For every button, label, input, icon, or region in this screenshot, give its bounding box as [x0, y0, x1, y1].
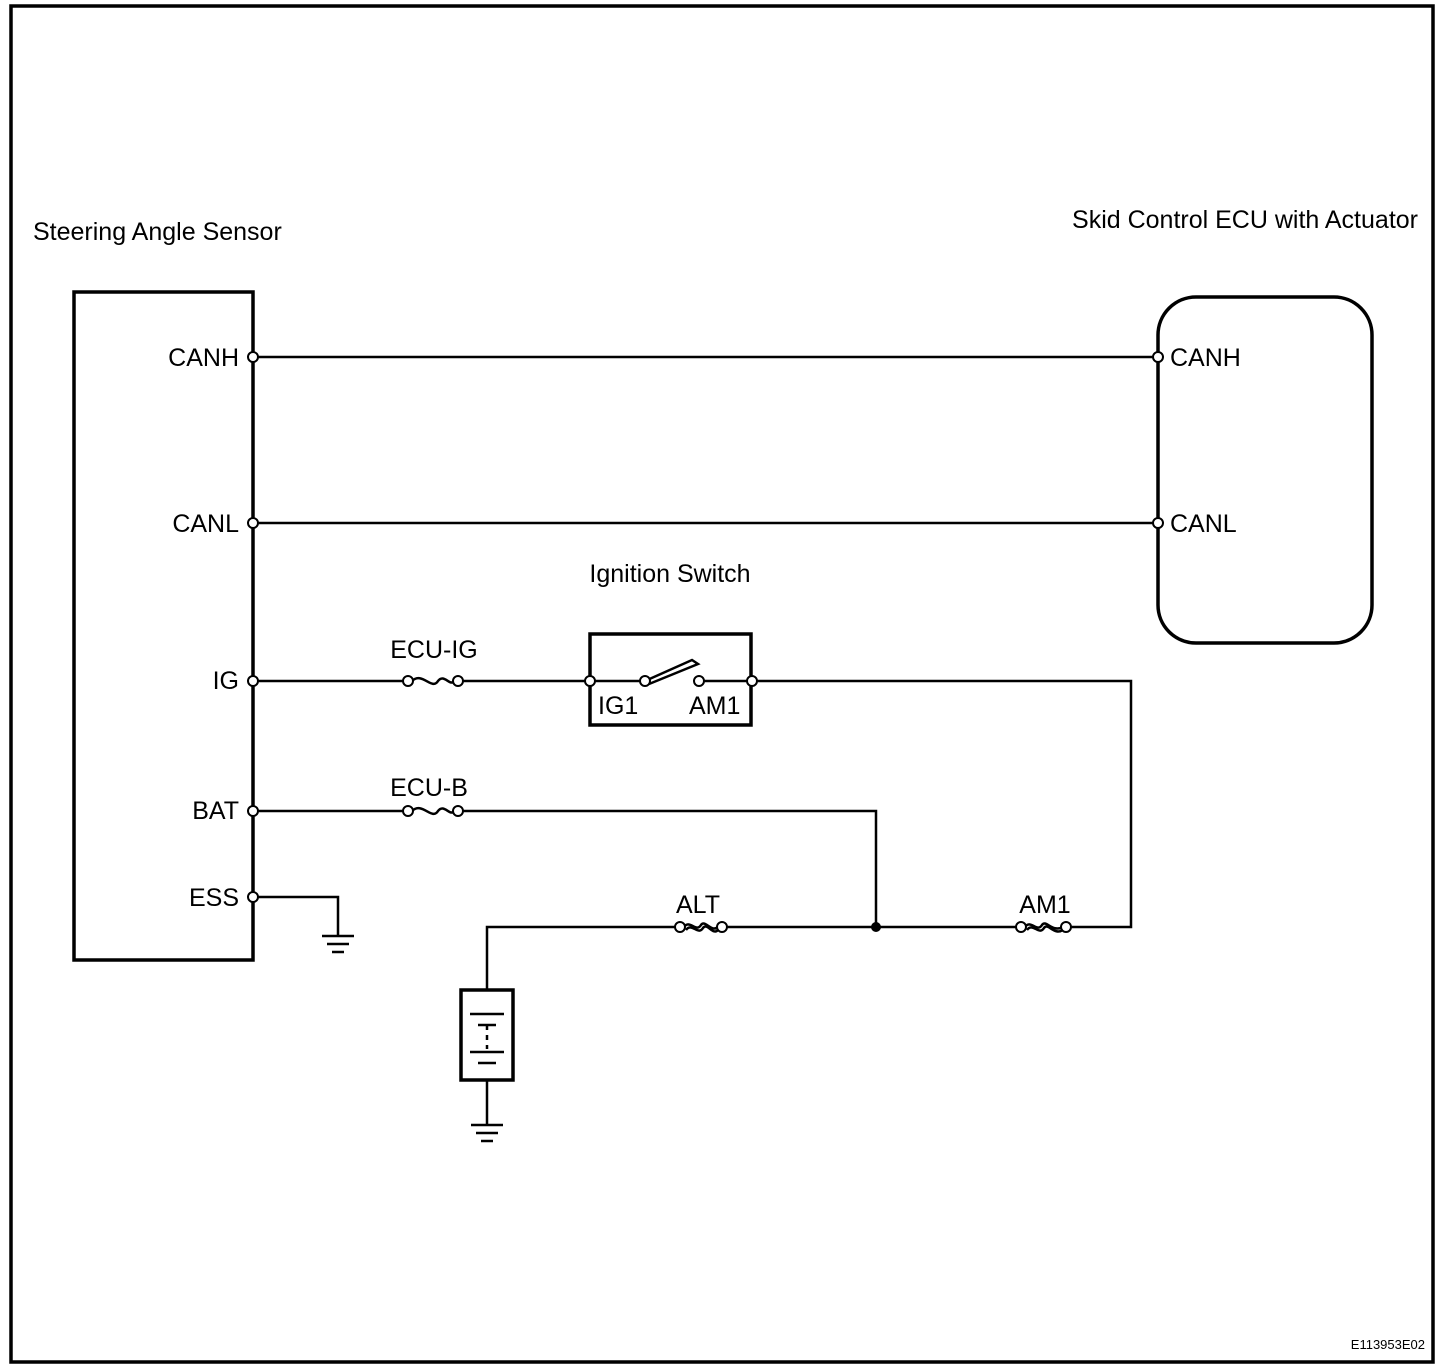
steering-angle-sensor-box	[72, 290, 255, 962]
sensor-pin-ess: ESS	[189, 884, 239, 912]
sensor-pin-bat: BAT	[192, 797, 239, 825]
battery-feed-wire	[485, 925, 680, 990]
figure-code: E113953E02	[1351, 1337, 1425, 1352]
ecu-title: Skid Control ECU with Actuator	[1072, 206, 1418, 234]
sensor-ig-terminal-icon	[247, 675, 259, 687]
skid-control-ecu-box	[1156, 295, 1374, 645]
switch-ig1-terminal-icon	[584, 675, 596, 687]
ess-ground-wire	[253, 895, 340, 935]
ecu-ig-fuse-terminal-left-icon	[402, 675, 414, 687]
ecu-canl-terminal-icon	[1152, 517, 1164, 529]
sensor-ess-terminal-icon	[247, 891, 259, 903]
switch-terminal-am1: AM1	[689, 692, 740, 720]
diagram-frame	[9, 4, 1435, 1364]
fuse-label-am1: AM1	[1019, 891, 1070, 919]
alt-fuse-terminal-right-icon	[716, 921, 728, 933]
ecu-ig-fuse-terminal-right-icon	[452, 675, 464, 687]
junction-dot	[871, 922, 881, 932]
sensor-title: Steering Angle Sensor	[33, 218, 282, 246]
ecu-pin-canl: CANL	[1170, 510, 1237, 538]
alt-fuse-icon-inner	[685, 925, 719, 933]
switch-terminal-ig1: IG1	[598, 692, 638, 720]
sensor-canh-terminal-icon	[247, 351, 259, 363]
am1-fuse-icon-inner	[1026, 925, 1064, 933]
fuse-label-alt: ALT	[676, 891, 720, 919]
sensor-bat-terminal-icon	[247, 805, 259, 817]
sensor-pin-ig: IG	[213, 667, 239, 695]
switch-contact-icon	[644, 658, 701, 686]
bat-wire-right	[458, 809, 878, 927]
ignition-switch-title: Ignition Switch	[589, 560, 750, 588]
am1-fuse-icon	[1024, 922, 1064, 930]
am1-fuse-terminal-left-icon	[1015, 921, 1027, 933]
ecu-b-fuse-terminal-left-icon	[402, 805, 414, 817]
ecu-canh-terminal-icon	[1152, 351, 1164, 363]
ecu-b-fuse-icon	[411, 806, 456, 816]
am1-fuse-terminal-right-icon	[1060, 921, 1072, 933]
sensor-pin-canh: CANH	[168, 344, 239, 372]
ecu-ig-fuse-icon	[411, 676, 456, 686]
switch-contact-pivot-icon	[639, 675, 651, 687]
switch-contact-open-icon	[693, 675, 705, 687]
fuse-label-ecu-ig: ECU-IG	[390, 636, 478, 664]
am1-feed-wire	[752, 679, 1133, 929]
sensor-pin-canl: CANL	[172, 510, 239, 538]
alt-fuse-icon	[683, 922, 719, 930]
fuse-label-ecu-b: ECU-B	[390, 774, 468, 802]
switch-am1-terminal-icon	[746, 675, 758, 687]
sensor-canl-terminal-icon	[247, 517, 259, 529]
ecu-b-fuse-terminal-right-icon	[452, 805, 464, 817]
ecu-pin-canh: CANH	[1170, 344, 1241, 372]
alt-fuse-terminal-left-icon	[674, 921, 686, 933]
